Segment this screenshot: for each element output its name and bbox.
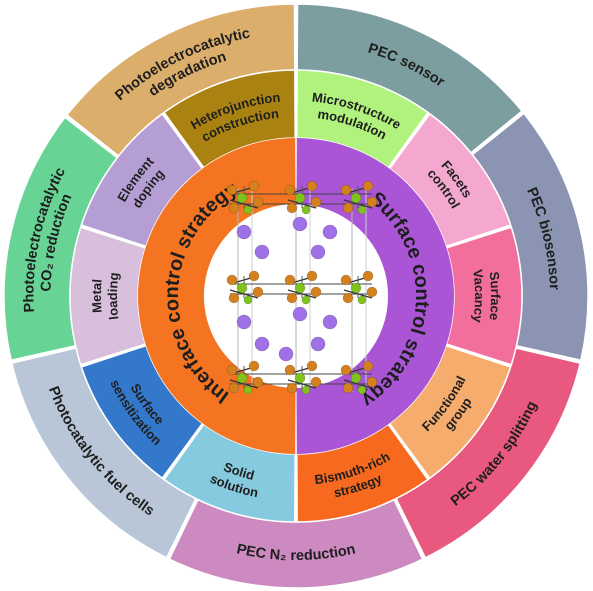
- orange-atom: [310, 286, 322, 298]
- middle-ring: MicrostructuremodulationFacetscontrolSur…: [69, 69, 523, 523]
- green-atom: [357, 295, 367, 305]
- orange-atom: [228, 382, 240, 394]
- purple-atom: [292, 306, 308, 322]
- green-atom: [236, 192, 248, 204]
- orange-atom: [248, 180, 260, 192]
- purple-atom: [322, 314, 338, 330]
- outer-segment-pec-n-reduction: [168, 498, 424, 589]
- green-atom: [294, 282, 306, 294]
- purple-atom: [310, 244, 326, 260]
- crystal-structure-image: [226, 180, 378, 395]
- green-atom: [357, 205, 367, 215]
- orange-atom: [286, 202, 298, 214]
- green-atom: [294, 192, 306, 204]
- outer-label-pec-n-reduction-line-1: PEC N₂ reduction: [235, 541, 357, 564]
- purple-atom: [254, 336, 270, 352]
- orange-atom: [252, 376, 264, 388]
- orange-atom: [284, 274, 296, 286]
- middle-label-surface-vacancy-line-1: Surface: [487, 271, 503, 321]
- middle-label-surface-vacancy-line-2: Vacancy: [470, 269, 487, 325]
- inner-ring: Interface control strategy Surface contr…: [138, 138, 454, 454]
- green-atom: [236, 282, 248, 294]
- green-atom: [294, 372, 306, 384]
- green-atom: [350, 192, 362, 204]
- purple-atom: [322, 224, 338, 240]
- green-atom: [301, 385, 311, 395]
- orange-atom: [362, 180, 374, 192]
- orange-atom: [340, 184, 352, 196]
- orange-atom: [340, 364, 352, 376]
- middle-label-metal-loading-line-2: loading: [105, 272, 121, 321]
- orange-atom: [306, 360, 318, 372]
- orange-atom: [228, 202, 240, 214]
- orange-atom: [252, 196, 264, 208]
- green-atom: [301, 295, 311, 305]
- orange-atom: [366, 196, 378, 208]
- orange-atom: [226, 184, 238, 196]
- orange-atom: [362, 360, 374, 372]
- orange-atom: [306, 270, 318, 282]
- orange-atom: [286, 292, 298, 304]
- orange-atom: [248, 360, 260, 372]
- orange-atom: [366, 376, 378, 388]
- orange-atom: [340, 274, 352, 286]
- surface-control-segment: [296, 138, 454, 454]
- orange-atom: [342, 292, 354, 304]
- green-atom: [243, 205, 253, 215]
- orange-atom: [310, 376, 322, 388]
- purple-atom: [310, 336, 326, 352]
- green-atom: [301, 205, 311, 215]
- purple-atom: [236, 314, 252, 330]
- green-atom: [243, 385, 253, 395]
- green-atom: [350, 282, 362, 294]
- orange-atom: [310, 196, 322, 208]
- orange-atom: [226, 364, 238, 376]
- orange-atom: [226, 274, 238, 286]
- green-atom: [350, 372, 362, 384]
- green-atom: [357, 385, 367, 395]
- purple-atom: [292, 216, 308, 232]
- orange-atom: [342, 382, 354, 394]
- orange-atom: [284, 184, 296, 196]
- orange-atom: [252, 286, 264, 298]
- green-atom: [236, 372, 248, 384]
- purple-atom: [278, 346, 294, 362]
- orange-atom: [342, 202, 354, 214]
- orange-atom: [286, 382, 298, 394]
- orange-atom: [366, 286, 378, 298]
- orange-atom: [228, 292, 240, 304]
- orange-atom: [248, 270, 260, 282]
- purple-atom: [254, 244, 270, 260]
- interface-control-segment: [138, 138, 296, 454]
- orange-atom: [362, 270, 374, 282]
- middle-label-metal-loading-line-1: Metal: [89, 278, 105, 313]
- green-atom: [243, 295, 253, 305]
- orange-atom: [284, 364, 296, 376]
- purple-atom: [236, 224, 252, 240]
- orange-atom: [306, 180, 318, 192]
